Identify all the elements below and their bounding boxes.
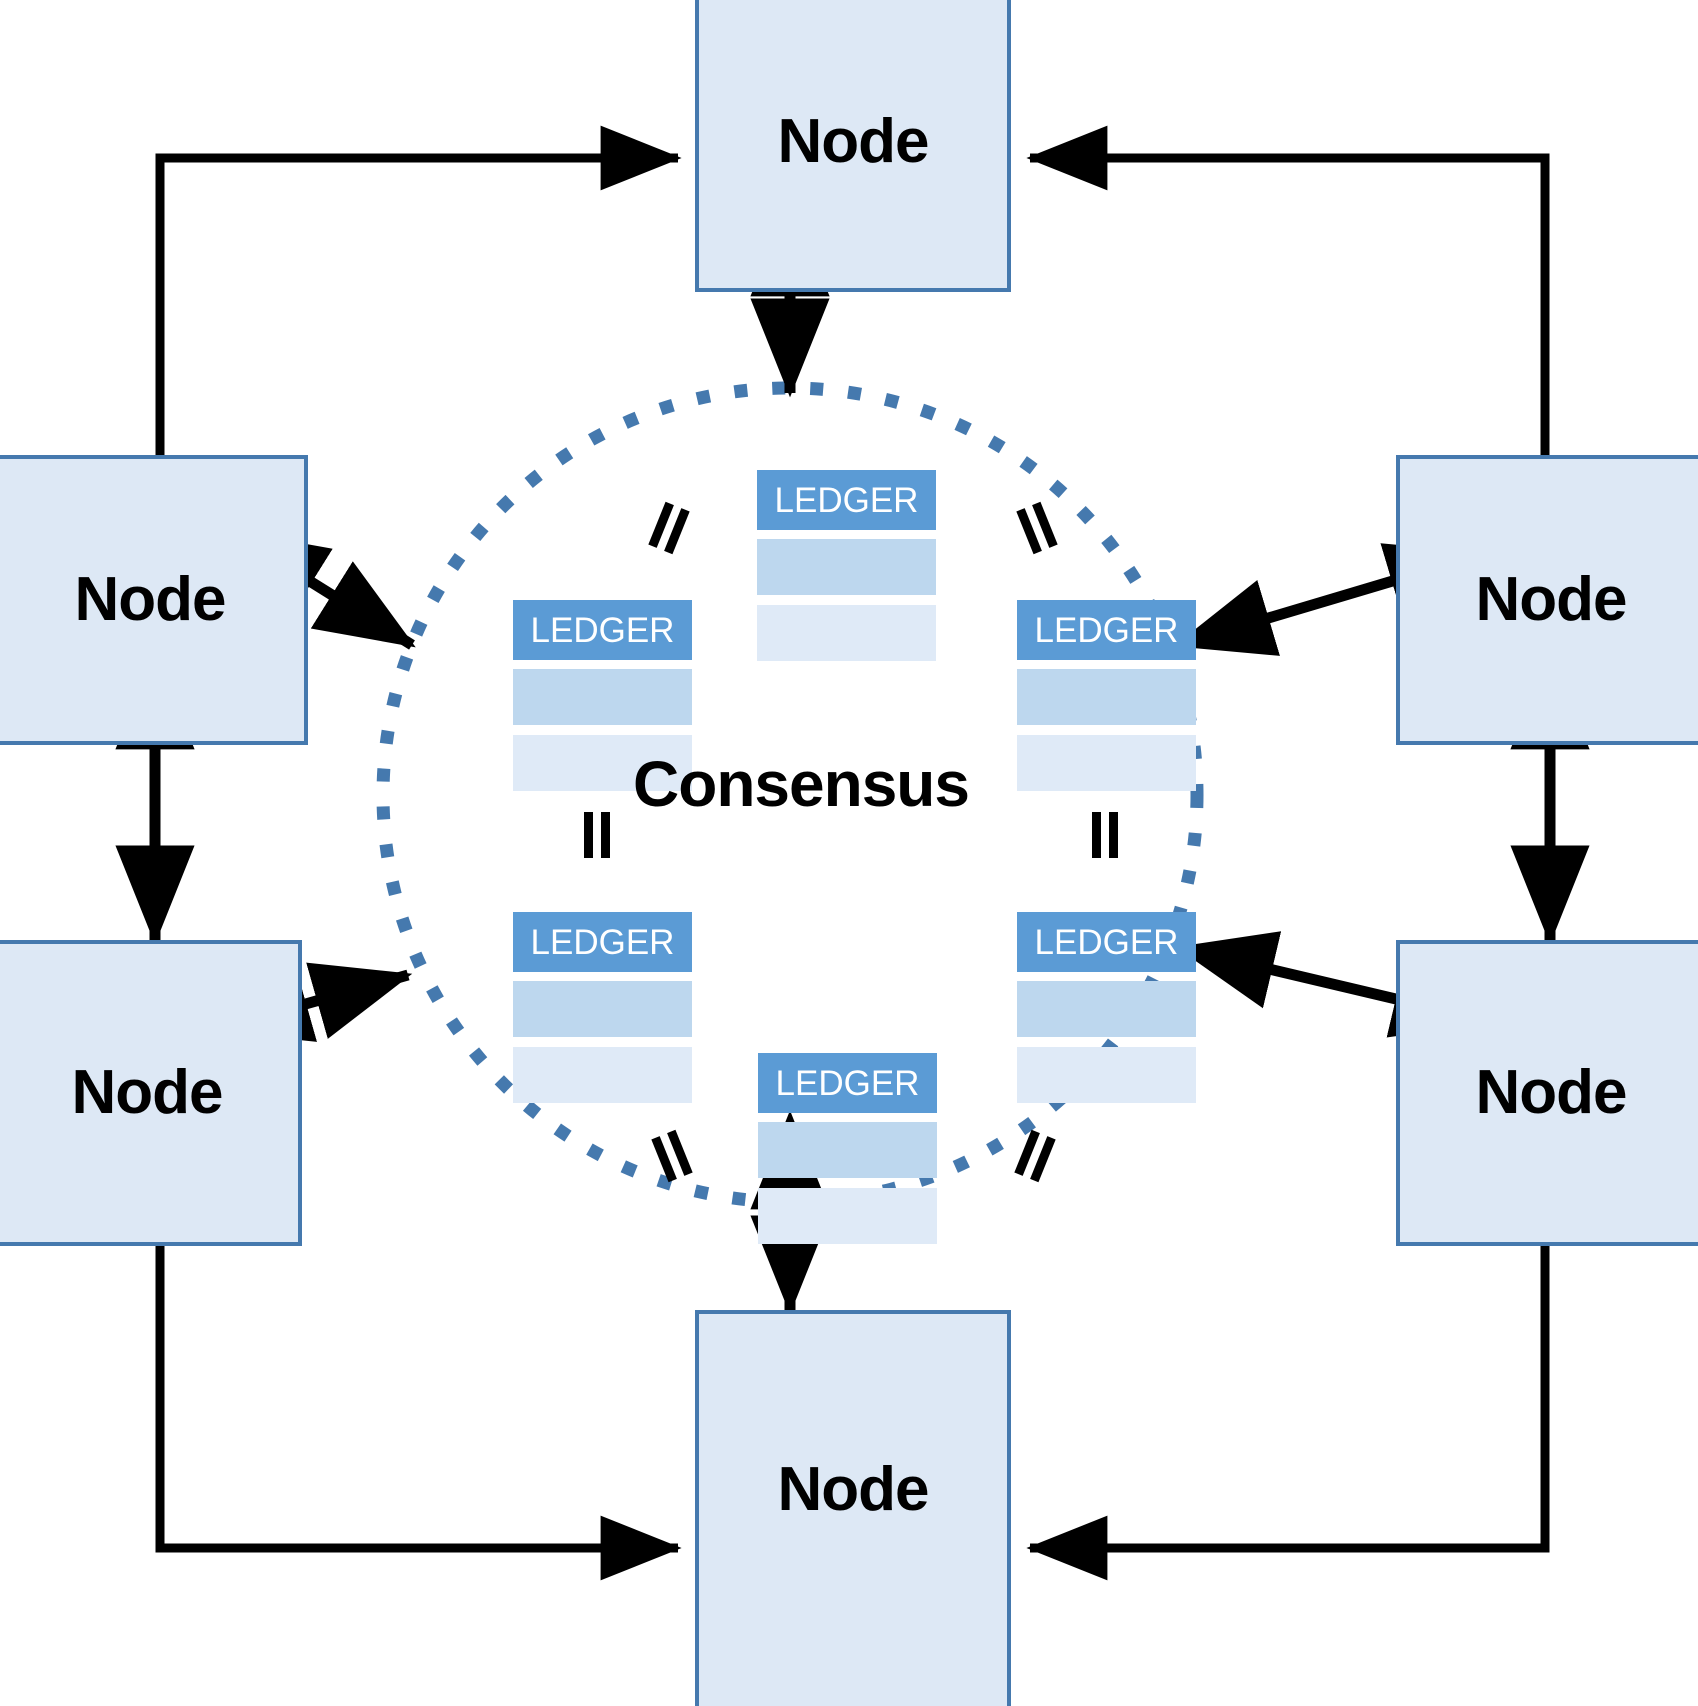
ledger-lower-right[interactable]: LEDGER bbox=[1017, 912, 1196, 1103]
wire-leftupper-to-top bbox=[155, 125, 682, 455]
ledger-lower-left[interactable]: LEDGER bbox=[513, 912, 692, 1103]
node-bottom[interactable]: Node bbox=[695, 1310, 1011, 1706]
wire-rightlower-to-circle bbox=[1175, 931, 1493, 1038]
node-top[interactable]: Node bbox=[695, 0, 1011, 292]
equals-icon-mid-left bbox=[580, 812, 614, 858]
ledger-lower-right-header: LEDGER bbox=[1017, 912, 1196, 972]
node-left-lower-label: Node bbox=[71, 1058, 224, 1127]
node-right-upper[interactable]: Node bbox=[1396, 455, 1698, 745]
wire-rightupper-to-top bbox=[1026, 125, 1550, 455]
ledger-upper-right-header: LEDGER bbox=[1017, 600, 1196, 660]
wire-rightupper-to-circle bbox=[1173, 543, 1487, 656]
ledger-upper-right-row-1 bbox=[1017, 669, 1196, 725]
wire-leftlower-to-circle bbox=[210, 962, 413, 1042]
ledger-upper-left[interactable]: LEDGER bbox=[513, 600, 692, 791]
equals-icon-mid-right bbox=[1088, 812, 1122, 858]
ledger-bottom-row-1 bbox=[758, 1122, 937, 1178]
equals-icon-top-right bbox=[1013, 500, 1062, 555]
equals-icon-bottom-left bbox=[648, 1128, 697, 1183]
ledger-top-row-1 bbox=[757, 539, 936, 595]
node-left-upper[interactable]: Node bbox=[0, 455, 308, 745]
ledger-top-row-2 bbox=[757, 605, 936, 661]
ledger-lower-left-header: LEDGER bbox=[513, 912, 692, 972]
ledger-lower-right-row-1 bbox=[1017, 981, 1196, 1037]
equals-icon-top-left bbox=[645, 500, 694, 555]
ledger-lower-right-row-2 bbox=[1017, 1047, 1196, 1103]
ledger-bottom[interactable]: LEDGER bbox=[758, 1053, 937, 1244]
node-right-upper-label: Node bbox=[1475, 565, 1628, 634]
node-bottom-label: Node bbox=[777, 1454, 930, 1524]
wire-leftlower-to-bottom bbox=[155, 1246, 682, 1581]
node-right-lower[interactable]: Node bbox=[1396, 940, 1698, 1246]
ledger-lower-left-row-1 bbox=[513, 981, 692, 1037]
ledger-top-header: LEDGER bbox=[757, 470, 936, 530]
ledger-upper-left-row-1 bbox=[513, 669, 692, 725]
ledger-upper-left-header: LEDGER bbox=[513, 600, 692, 660]
ledger-lower-left-row-2 bbox=[513, 1047, 692, 1103]
wire-leftupper-to-circle bbox=[227, 529, 416, 650]
ledger-bottom-header: LEDGER bbox=[758, 1053, 937, 1113]
node-left-upper-label: Node bbox=[74, 565, 227, 634]
consensus-label: Consensus bbox=[633, 748, 970, 820]
ledger-upper-right-row-2 bbox=[1017, 735, 1196, 791]
node-right-lower-label: Node bbox=[1475, 1058, 1628, 1127]
node-left-lower[interactable]: Node bbox=[0, 940, 302, 1246]
ledger-upper-left-row-2 bbox=[513, 735, 692, 791]
ledger-top[interactable]: LEDGER bbox=[757, 470, 936, 661]
ledger-upper-right[interactable]: LEDGER bbox=[1017, 600, 1196, 791]
ledger-bottom-row-2 bbox=[758, 1188, 937, 1244]
node-top-label: Node bbox=[777, 107, 930, 176]
equals-icon-bottom-right bbox=[1011, 1128, 1060, 1183]
wire-rightlower-to-bottom bbox=[1026, 1246, 1550, 1581]
